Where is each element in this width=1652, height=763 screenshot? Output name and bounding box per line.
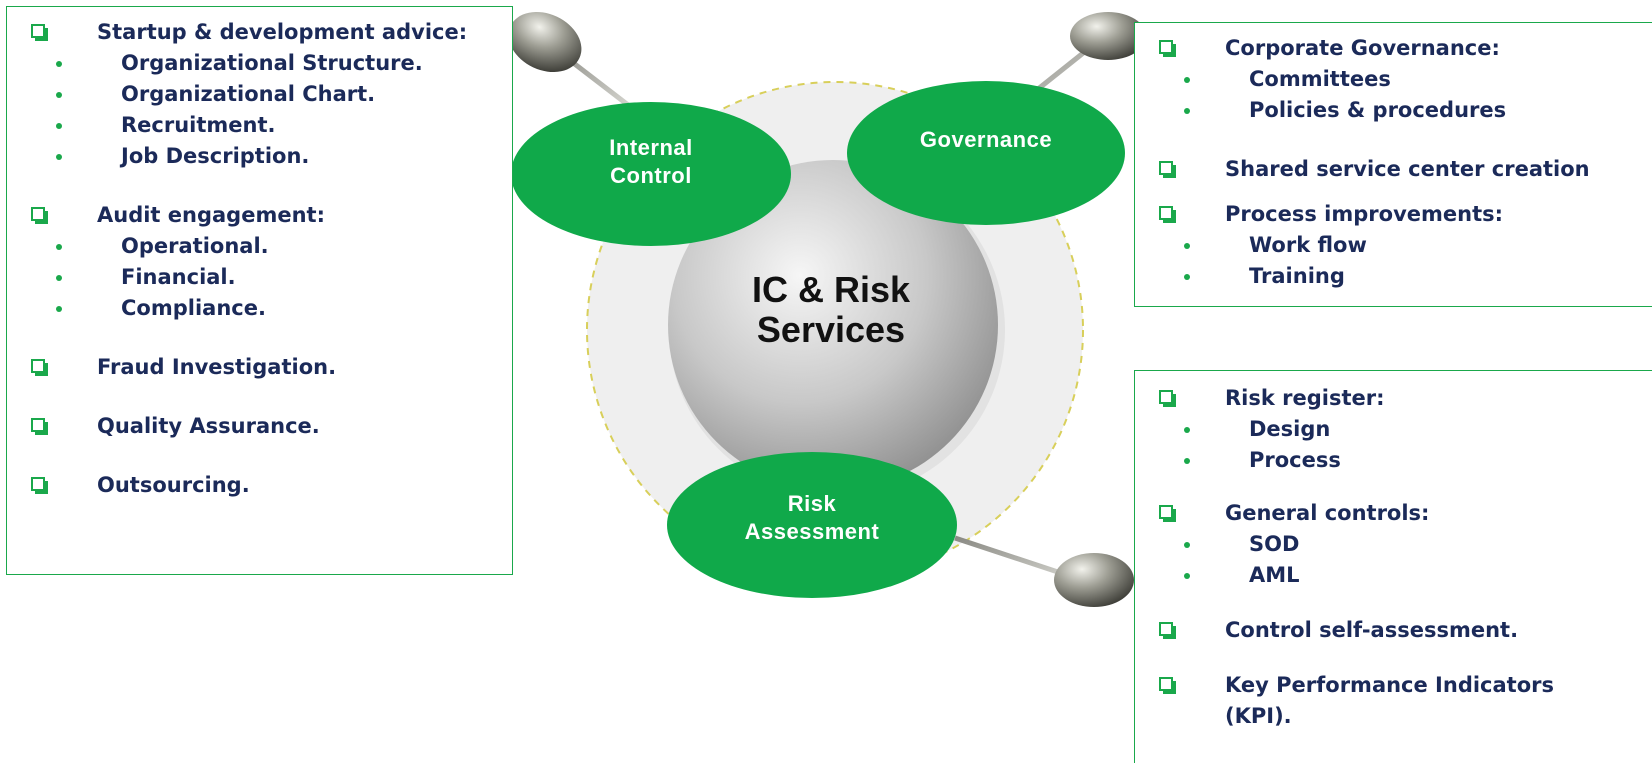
bubble-internal-control xyxy=(511,102,791,246)
sub-item: Process xyxy=(1135,445,1652,476)
list-item: Startup & development advice: Organizati… xyxy=(7,17,512,172)
sub-item: Policies & procedures xyxy=(1135,95,1652,126)
center-label-line2: Services xyxy=(757,309,905,350)
checkbox-bullet-icon xyxy=(1159,40,1176,57)
sub-item: Recruitment. xyxy=(7,110,512,141)
list-item: Fraud Investigation. xyxy=(7,352,512,383)
item-label: Shared service center creation xyxy=(1225,157,1590,181)
sub-item: SOD xyxy=(1135,529,1652,560)
checkbox-bullet-icon xyxy=(31,477,48,494)
sub-item: AML xyxy=(1135,560,1652,591)
list-item: Shared service center creation xyxy=(1135,154,1652,185)
bullet-dot-icon xyxy=(1184,274,1190,280)
bubble-internal-control-line1: Internal xyxy=(609,135,692,160)
checkbox-bullet-icon xyxy=(1159,161,1176,178)
pin-head-risk-assessment xyxy=(1054,553,1134,607)
list-item: Outsourcing. xyxy=(7,470,512,501)
center-label-line1: IC & Risk xyxy=(752,269,911,310)
checkbox-bullet-icon xyxy=(1159,677,1176,694)
bullet-dot-icon xyxy=(1184,573,1190,579)
sub-item: Financial. xyxy=(7,262,512,293)
sub-item: Committees xyxy=(1135,64,1652,95)
item-label: Startup & development advice: xyxy=(97,20,468,44)
list-item: Control self-assessment. xyxy=(1135,615,1652,646)
item-label: Audit engagement: xyxy=(97,203,325,227)
right-top-item-list: Corporate Governance: Committees Policie… xyxy=(1135,33,1652,292)
right-bottom-services-panel: Risk register: Design Process General co… xyxy=(1134,370,1652,763)
pin-head-governance xyxy=(1070,12,1146,60)
checkbox-bullet-icon xyxy=(31,207,48,224)
bullet-dot-icon xyxy=(56,306,62,312)
list-item: Risk register: Design Process xyxy=(1135,383,1652,476)
bubble-governance xyxy=(847,81,1125,225)
checkbox-bullet-icon xyxy=(31,359,48,376)
left-services-panel: Startup & development advice: Organizati… xyxy=(6,6,513,575)
bullet-dot-icon xyxy=(1184,77,1190,83)
right-bottom-item-list: Risk register: Design Process General co… xyxy=(1135,383,1652,732)
list-item: Audit engagement: Operational. Financial… xyxy=(7,200,512,324)
checkbox-bullet-icon xyxy=(1159,505,1176,522)
bullet-dot-icon xyxy=(1184,542,1190,548)
checkbox-bullet-icon xyxy=(31,418,48,435)
center-sphere xyxy=(668,160,998,490)
bullet-dot-icon xyxy=(56,154,62,160)
bullet-dot-icon xyxy=(56,244,62,250)
right-top-services-panel: Corporate Governance: Committees Policie… xyxy=(1134,22,1652,307)
item-label: Outsourcing. xyxy=(97,473,250,497)
item-label: Process improvements: xyxy=(1225,202,1504,226)
bubble-risk-assessment-line2: Assessment xyxy=(745,519,880,544)
left-item-list: Startup & development advice: Organizati… xyxy=(7,17,512,501)
sub-item: Compliance. xyxy=(7,293,512,324)
item-label: Risk register: xyxy=(1225,386,1385,410)
bullet-dot-icon xyxy=(56,61,62,67)
sub-item: Organizational Structure. xyxy=(7,48,512,79)
bubble-governance-line1: Governance xyxy=(920,127,1052,152)
sub-item: Training xyxy=(1135,261,1652,292)
checkbox-bullet-icon xyxy=(1159,206,1176,223)
sub-item: Job Description. xyxy=(7,141,512,172)
sub-item: Work flow xyxy=(1135,230,1652,261)
bullet-dot-icon xyxy=(56,275,62,281)
bullet-dot-icon xyxy=(1184,108,1190,114)
sub-item: Operational. xyxy=(7,231,512,262)
checkbox-bullet-icon xyxy=(1159,390,1176,407)
bubble-risk-assessment-line1: Risk xyxy=(788,491,837,516)
bullet-dot-icon xyxy=(1184,458,1190,464)
sub-item: Organizational Chart. xyxy=(7,79,512,110)
list-item: Corporate Governance: Committees Policie… xyxy=(1135,33,1652,126)
bullet-dot-icon xyxy=(56,123,62,129)
bullet-dot-icon xyxy=(1184,427,1190,433)
checkbox-bullet-icon xyxy=(1159,622,1176,639)
item-label: Control self-assessment. xyxy=(1225,618,1519,642)
list-item: General controls: SOD AML xyxy=(1135,498,1652,591)
bubble-internal-control-line2: Control xyxy=(610,163,692,188)
sub-item: Design xyxy=(1135,414,1652,445)
list-item: Key Performance Indicators (KPI). xyxy=(1135,670,1652,732)
checkbox-bullet-icon xyxy=(31,24,48,41)
bullet-dot-icon xyxy=(1184,243,1190,249)
item-label: General controls: xyxy=(1225,501,1430,525)
pin-head-internal-control xyxy=(508,11,582,73)
list-item: Quality Assurance. xyxy=(7,411,512,442)
item-label: Key Performance Indicators (KPI). xyxy=(1225,673,1554,728)
item-label: Fraud Investigation. xyxy=(97,355,337,379)
bubble-risk-assessment xyxy=(667,452,957,598)
bullet-dot-icon xyxy=(56,92,62,98)
item-label: Quality Assurance. xyxy=(97,414,320,438)
item-label: Corporate Governance: xyxy=(1225,36,1500,60)
list-item: Process improvements: Work flow Training xyxy=(1135,199,1652,292)
